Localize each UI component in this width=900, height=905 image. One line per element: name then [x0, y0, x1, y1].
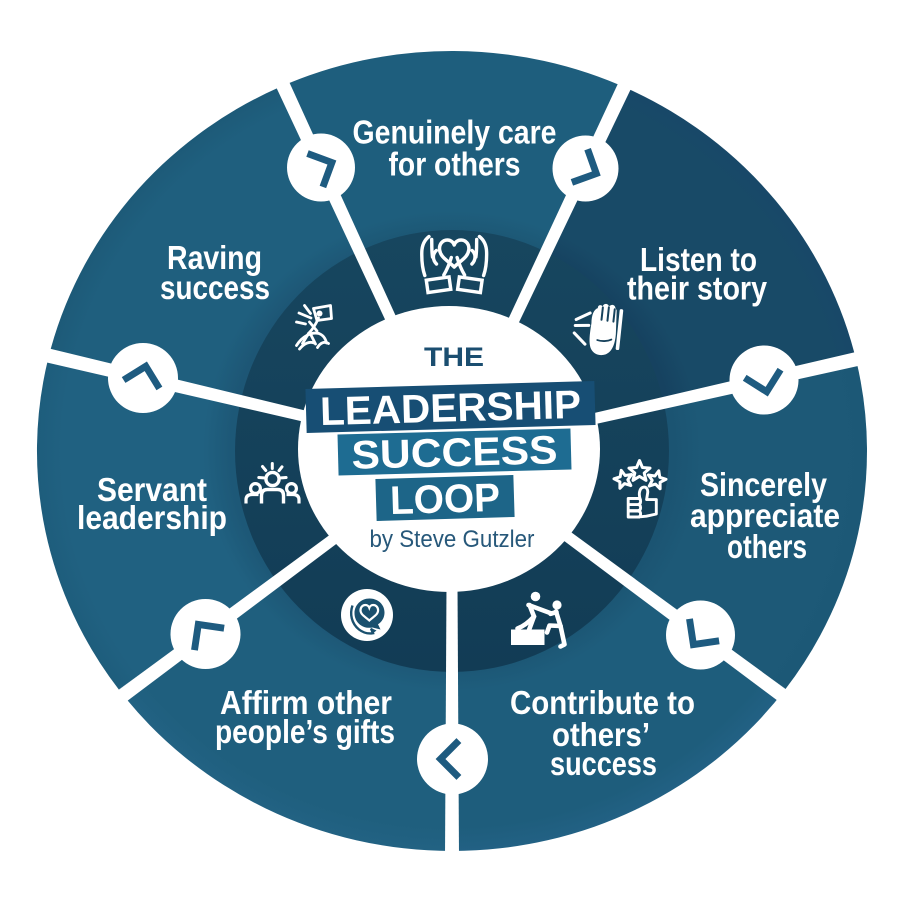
- svg-text:success: success: [160, 269, 270, 306]
- svg-text:Sincerely: Sincerely: [700, 466, 828, 503]
- svg-text:success: success: [550, 745, 657, 782]
- svg-text:appreciate: appreciate: [690, 497, 840, 534]
- svg-text:their story: their story: [627, 270, 768, 307]
- svg-text:people’s gifts: people’s gifts: [215, 713, 395, 750]
- svg-text:for others: for others: [389, 146, 521, 183]
- svg-text:others: others: [727, 528, 807, 565]
- svg-text:leadership: leadership: [77, 499, 227, 536]
- svg-text:others’: others’: [552, 716, 650, 753]
- svg-text:Raving: Raving: [167, 239, 262, 276]
- svg-text:by Steve Gutzler: by Steve Gutzler: [370, 526, 535, 553]
- svg-text:LEADERSHIP: LEADERSHIP: [319, 383, 581, 434]
- svg-text:LOOP: LOOP: [389, 476, 500, 523]
- svg-text:THE: THE: [424, 342, 484, 372]
- svg-text:Contribute to: Contribute to: [510, 684, 695, 721]
- svg-text:SUCCESS: SUCCESS: [351, 428, 558, 477]
- svg-text:Listen to: Listen to: [640, 241, 757, 278]
- svg-text:Servant: Servant: [97, 471, 207, 508]
- svg-text:Genuinely care: Genuinely care: [353, 114, 557, 151]
- svg-text:Affirm other: Affirm other: [220, 684, 392, 721]
